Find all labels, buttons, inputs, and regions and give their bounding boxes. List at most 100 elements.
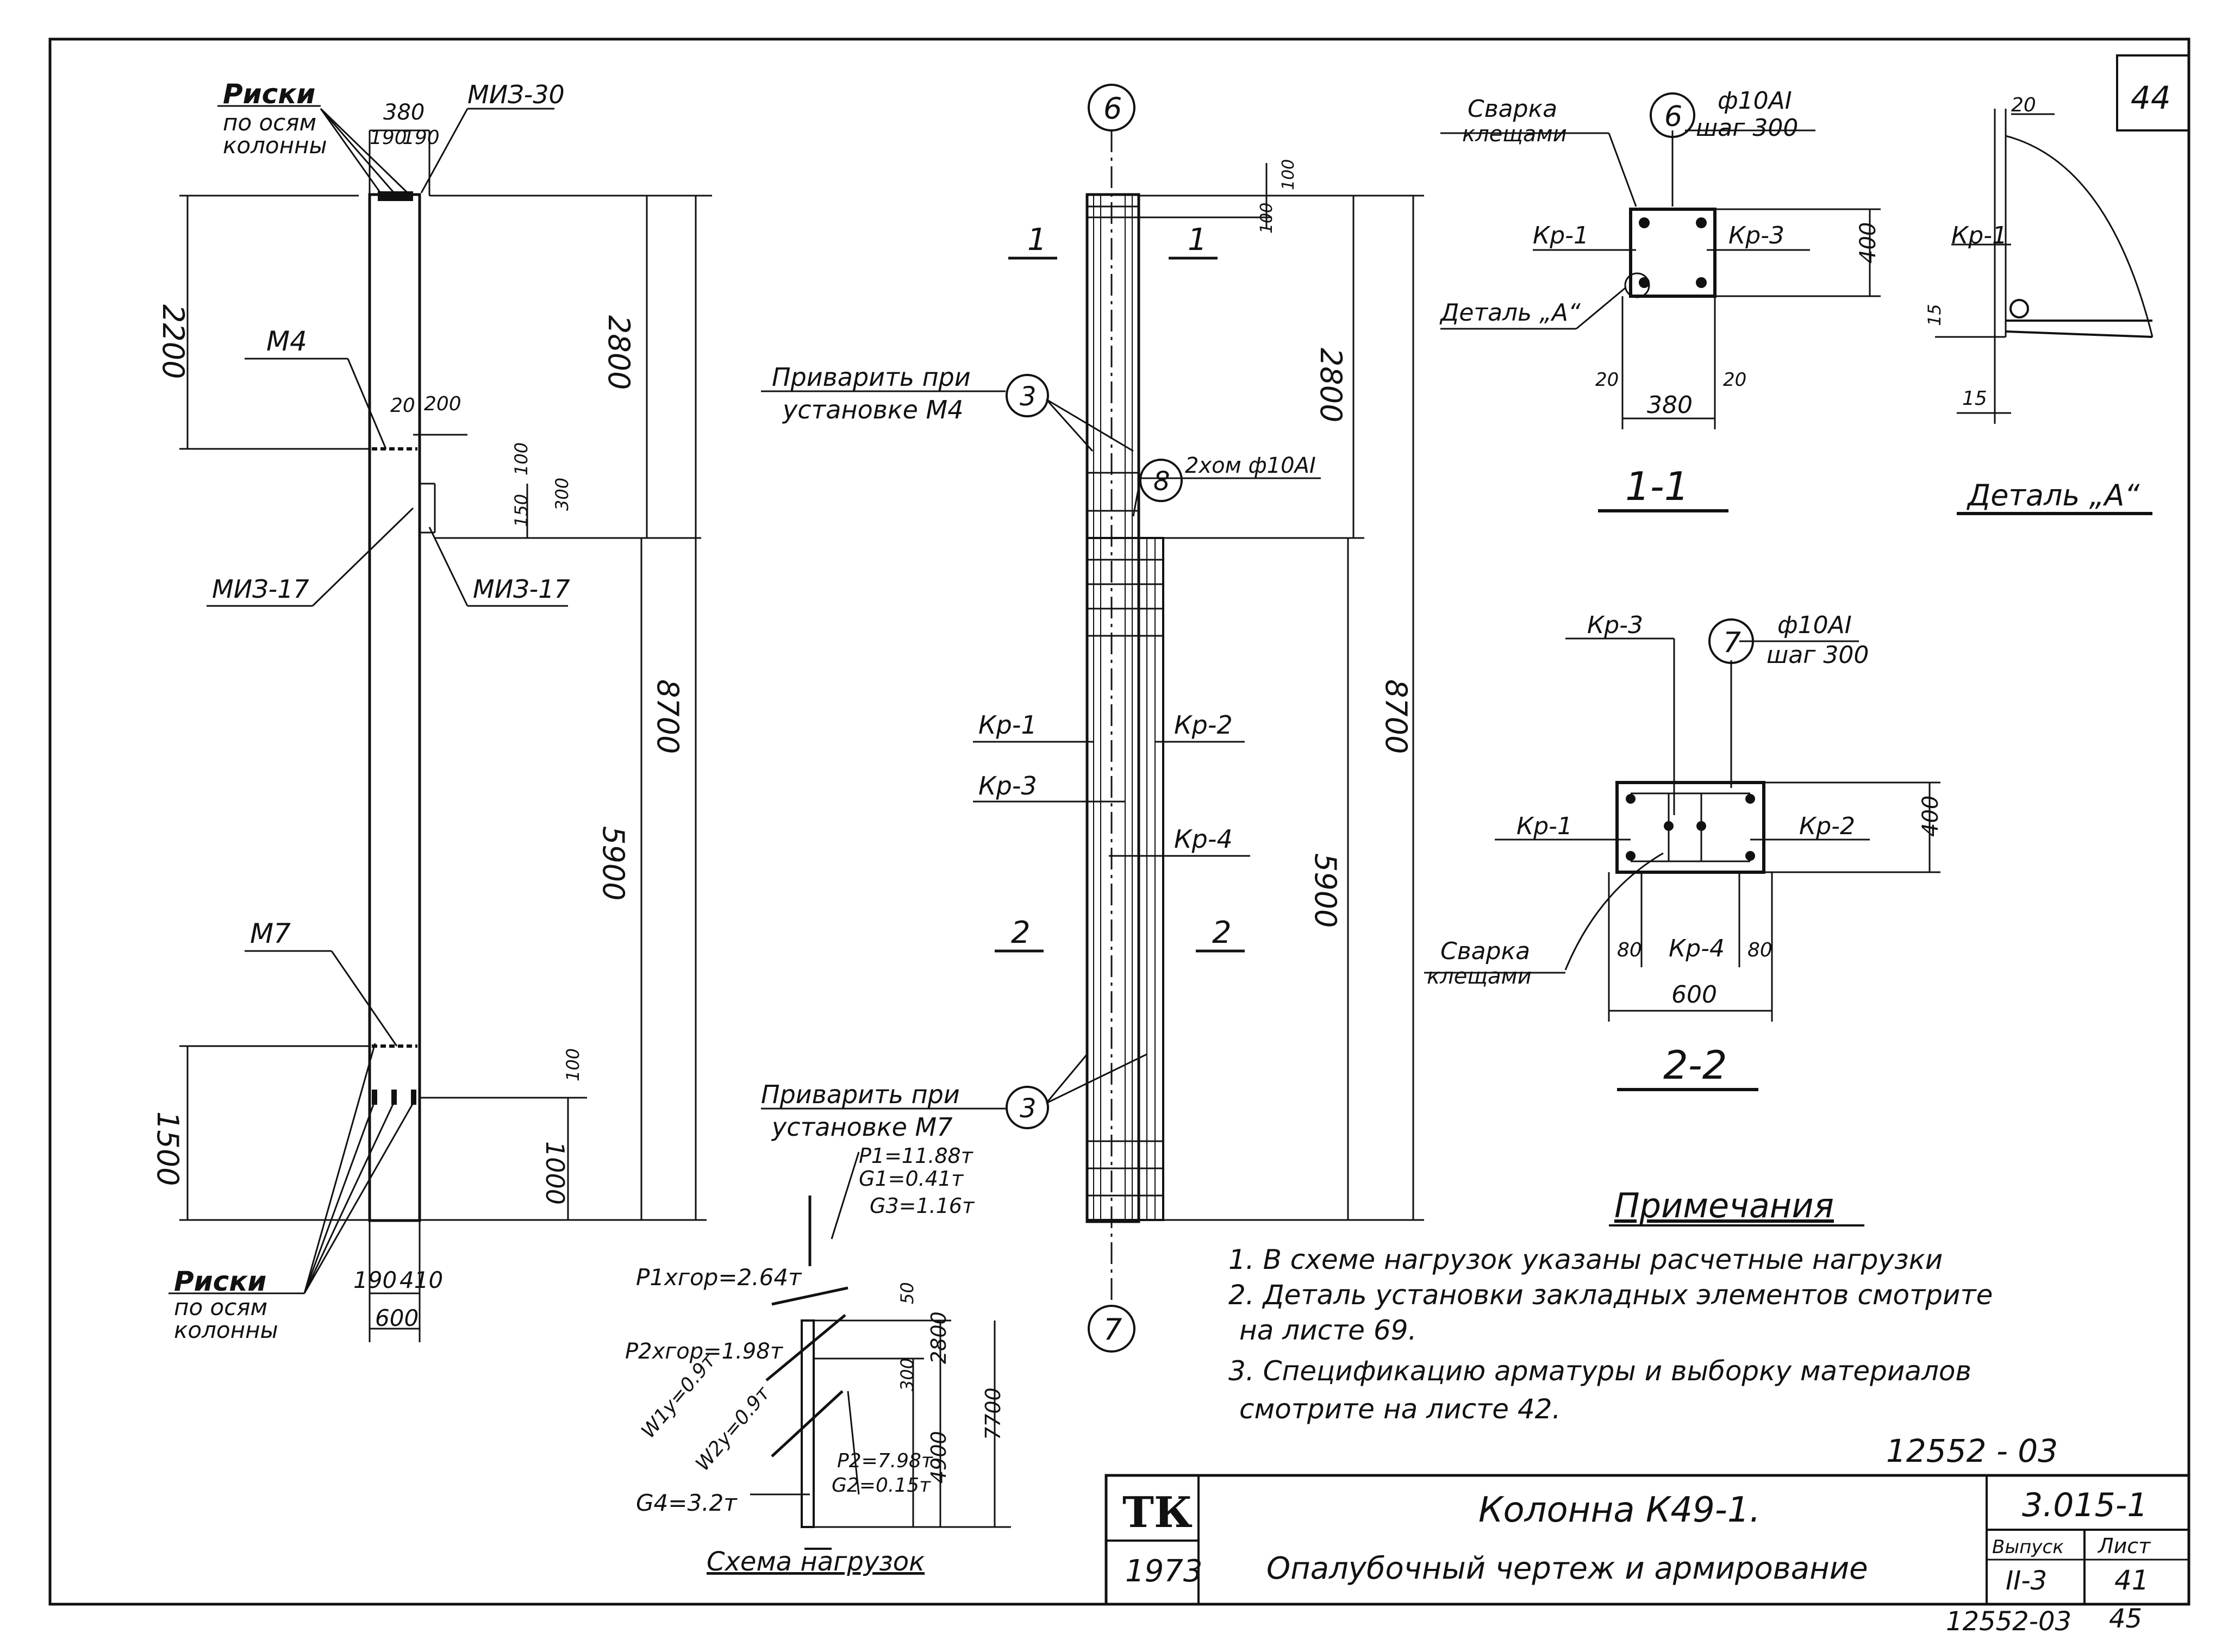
note-line-4: 3. Спецификацию арматуры и выборку матер…	[1228, 1355, 1971, 1387]
s11-kr-3: Кр-3	[1728, 222, 1784, 249]
section-2-2-graphic	[1424, 637, 1940, 1091]
section-2-right: 2	[1212, 915, 1232, 950]
note-line-1: 1. В схеме нагрузок указаны расчетные на…	[1228, 1244, 1943, 1275]
detail-dim-15-a: 15	[1924, 304, 1945, 326]
dim-2800-left: 2800	[602, 315, 636, 390]
mid-kr-3: Кр-3	[978, 771, 1037, 800]
dim-8700-left: 8700	[651, 679, 685, 754]
note-line-2: 2. Деталь установки закладных элементов …	[1228, 1279, 1993, 1311]
note-line-5: смотрите на листе 42.	[1239, 1393, 1561, 1425]
section-2-left: 2	[1011, 915, 1031, 950]
load-dim-2800: 2800	[927, 1311, 951, 1364]
callout-3-bottom: 3	[1020, 1093, 1037, 1124]
s11-step: шаг 300	[1696, 114, 1798, 142]
note-line-3: на листе 69.	[1239, 1315, 1416, 1346]
privarit-m7-1: Приварить при	[761, 1080, 960, 1109]
riski-bottom-3: колонны	[174, 1317, 278, 1343]
s22-kr-3: Кр-3	[1587, 611, 1643, 639]
dim-1000: 1000	[540, 1141, 570, 1205]
dim-5900-mid: 5900	[1308, 853, 1343, 928]
dim-2200: 2200	[156, 304, 190, 379]
tk-logo: ТК	[1122, 1488, 1193, 1537]
load-g2: G2=0.15т	[832, 1474, 931, 1497]
privarit-m7-2: установке М7	[771, 1112, 953, 1142]
load-scheme-title: Схема нагрузок	[707, 1547, 925, 1577]
load-p1x: P1xгор=2.64т	[636, 1264, 802, 1291]
load-p2x: P2xгор=1.98т	[625, 1339, 784, 1364]
dim-200: 200	[424, 393, 461, 415]
riski-top-1: Риски	[223, 78, 315, 110]
s22-axis-marker	[1708, 618, 1754, 664]
stirrup-label: 2хом ф10АI	[1185, 453, 1316, 478]
dim-410: 410	[400, 1267, 443, 1293]
s11-dim-20-a: 20	[1595, 369, 1619, 391]
riski-bottom-2: по осям	[174, 1294, 267, 1321]
s11-axis: 6	[1664, 101, 1682, 133]
s22-step: шаг 300	[1767, 641, 1869, 669]
formwork-view	[168, 105, 712, 1342]
s11-svarka-1: Сварка	[1468, 95, 1557, 123]
detail-kr-1: Кр-1	[1951, 222, 2007, 249]
detail-title: Деталь „А“	[1967, 478, 2140, 512]
s11-dim-400: 400	[1856, 222, 1881, 264]
title-subtitle: Опалубочный чертеж и армирование	[1266, 1551, 1868, 1586]
callout-8-marker	[1139, 459, 1183, 502]
list-label: Лист	[2097, 1534, 2151, 1558]
callout-8: 8	[1153, 466, 1170, 497]
s22-title: 2-2	[1663, 1042, 1727, 1088]
s11-detail: Деталь „А“	[1439, 299, 1581, 327]
title-series: 3.015-1	[2022, 1486, 2148, 1524]
dim-380-top: 380	[383, 100, 425, 125]
mid-kr-2: Кр-2	[1174, 710, 1233, 740]
title-year: 1973	[1125, 1554, 1203, 1589]
s22-kr-4: Кр-4	[1669, 935, 1725, 962]
sheet-number-box	[2116, 54, 2190, 132]
riski-top-2: по осям	[223, 109, 316, 136]
dim-190-bottom: 190	[353, 1267, 397, 1293]
dim-100-a: 100	[1279, 159, 1298, 190]
axis-6-top: 6	[1103, 91, 1122, 126]
title-block-frame	[1104, 1474, 2190, 1606]
dim-190-a: 190	[370, 127, 407, 149]
load-scheme-graphic	[750, 1152, 1011, 1550]
dim-5900-left: 5900	[596, 826, 631, 900]
s22-dim-400: 400	[1918, 796, 1943, 837]
reinforcement-view	[761, 130, 1424, 1304]
label-miz-30: МИЗ-30	[467, 80, 565, 109]
s22-dim-600: 600	[1671, 981, 1717, 1009]
callout-3-top: 3	[1020, 381, 1037, 412]
s22-axis: 7	[1723, 627, 1741, 659]
s22-svarka-1: Сварка	[1440, 937, 1530, 965]
s22-kr-1: Кр-1	[1516, 812, 1572, 840]
s22-svarka-2: клещами	[1427, 964, 1532, 989]
mid-kr-4: Кр-4	[1174, 824, 1233, 854]
footer-code: 12552-03	[1946, 1606, 2071, 1637]
label-m4: М4	[266, 326, 307, 357]
load-g1: G1=0.41т	[859, 1167, 964, 1191]
s11-dim-20-b: 20	[1723, 369, 1746, 391]
riski-top-3: колонны	[223, 132, 327, 159]
s11-axis-marker	[1650, 92, 1695, 138]
load-dim-4900: 4900	[927, 1431, 951, 1484]
label-miz-17-right: МИЗ-17	[473, 574, 570, 604]
load-p2: P2=7.98т	[837, 1450, 933, 1472]
detail-dim-15-b: 15	[1962, 387, 1987, 410]
dim-100: 100	[511, 442, 532, 475]
callout-3-top-marker	[1006, 374, 1049, 417]
doc-code: 12552 - 03	[1886, 1432, 2058, 1469]
axis-6-top-marker	[1088, 84, 1135, 132]
list-value: 41	[2114, 1565, 2149, 1596]
load-p1: P1=11.88т	[859, 1144, 974, 1168]
load-w2: W2y=0.9т	[691, 1382, 775, 1475]
axis-7-bottom-marker	[1088, 1305, 1135, 1353]
s11-svarka-2: клещами	[1462, 122, 1567, 147]
s22-dim-80-b: 80	[1747, 939, 1772, 961]
s11-dim-380: 380	[1647, 391, 1693, 419]
column-outline	[368, 193, 421, 1222]
s22-dim-80-a: 80	[1617, 939, 1642, 961]
vypusk-label: Выпуск	[1992, 1536, 2064, 1558]
dim-2800-mid: 2800	[1314, 348, 1348, 422]
title-name: Колонна К49-1.	[1478, 1490, 1761, 1530]
s11-kr-1: Кр-1	[1533, 222, 1589, 249]
